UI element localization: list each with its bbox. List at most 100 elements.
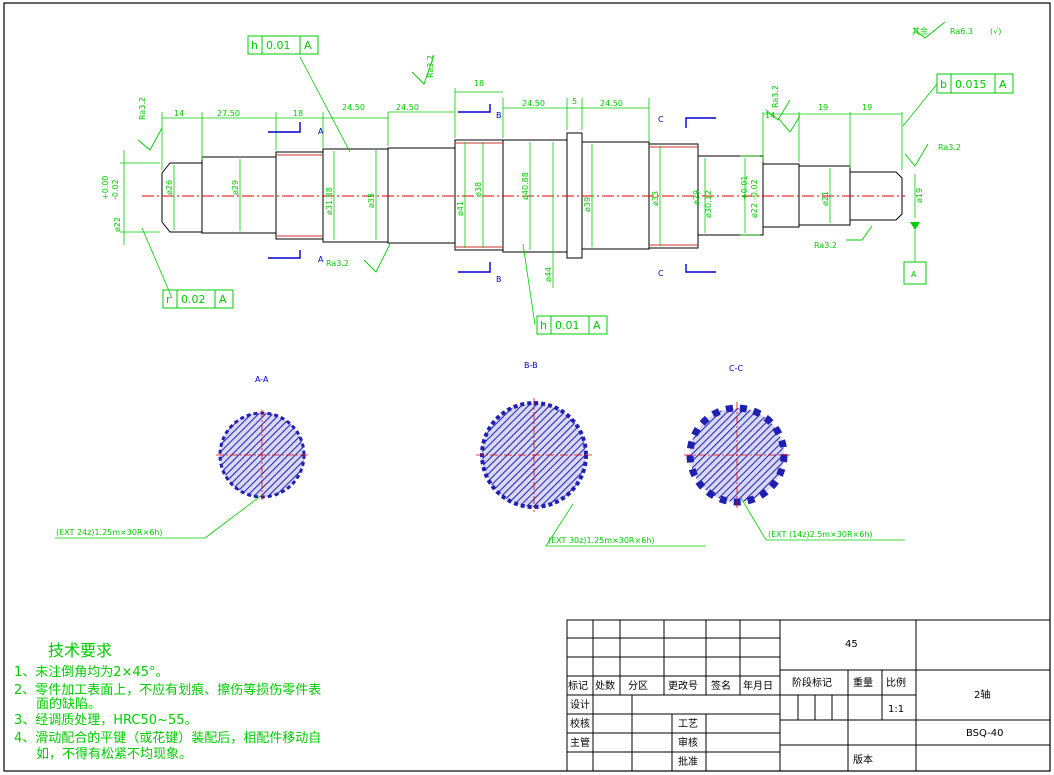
spline-a-label: (EXT 24z)1.25m×30R×6h) [56,528,162,537]
tol-right-dia: ø22 [750,203,759,218]
dim-dia-19: ø19 [915,188,924,203]
dim-length-5: 24.50 [396,103,419,112]
tb-hdr-mark: 标记 [568,680,588,692]
cut-a-bottom: A [318,255,324,264]
tol-frame-b-right: b 0.015 A [936,73,1014,94]
tol-frame-h-mid: h 0.01 A [536,315,608,335]
tb-approve: 批准 [678,755,698,768]
tol-h-top-ref: A [304,39,312,52]
dim-dia-40-88: ø40.88 [521,172,530,200]
section-view-c: C-C [684,364,790,508]
section-a-title: A-A [255,375,269,384]
dim-length-10: 14 [765,111,775,120]
dim-dia-29: ø29 [231,180,240,195]
datum-label: A [911,270,917,279]
dim-dia-33: ø33 [651,191,660,206]
spline-teeth-marks [276,142,698,248]
note-4-cont: 如，不得有松紧不均现象。 [36,746,192,762]
tol-right-upper: +0.01 [740,175,749,200]
tb-check: 校核 [570,717,590,730]
tb-material: 45 [845,639,858,650]
dim-length-2: 27.50 [217,109,240,118]
cut-c-bottom: C [658,269,664,278]
dim-length-7: 24.50 [522,99,545,108]
tolerance-stack-left: +0.00 -0.02 ø22 [101,175,122,232]
ra-general: Ra6.3 [950,27,973,36]
spline-callout-labels: (EXT 24z)1.25m×30R×6h) (EXT 30z)1.25m×30… [56,528,873,545]
ra-left: Ra3.2 [138,97,147,120]
ra-right-end: Ra3.2 [938,143,961,152]
dim-dia-35: ø35 [367,193,376,208]
tol-h-mid-val: 0.01 [555,319,580,332]
drawing-border [3,2,1051,772]
section-b-title: B-B [524,361,538,370]
tb-scale: 比例 [886,676,906,689]
ra-general-prefix: 其余 [912,26,928,36]
dim-dia-38: ø38 [474,182,483,197]
dim-length-12: 19 [862,103,872,112]
dim-length-9: 24.50 [600,99,623,108]
length-dimensions: 14 27.50 18 24.50 24.50 18 24.50 5 24.50… [174,79,872,120]
section-c-title: C-C [729,364,743,373]
tol-h-top-val: 0.01 [266,39,291,52]
tb-stage: 阶段标记 [792,676,832,689]
tb-hdr-zone: 分区 [628,680,648,692]
tol-b-right-ref: A [999,78,1007,91]
tol-frame-r-left: r 0.02 A [162,289,234,309]
cut-b-bottom: B [496,275,502,284]
dim-length-8: 5 [572,97,577,106]
tol-left-lower: -0.02 [111,179,120,200]
ra-top-mid: Ra3.2 [426,55,435,78]
dim-dia-41: ø41 [456,201,465,216]
note-3: 3、经调质处理，HRC50~55。 [14,713,198,728]
tb-chief: 主管 [570,736,590,749]
section-view-b: B-B [476,361,592,512]
cut-c-top: C [658,115,664,124]
tol-b-right-sym: b [940,78,947,91]
tb-hdr-change: 更改号 [668,679,698,692]
ra-right-top: Ra3.2 [771,85,780,108]
title-block-text: 标记 处数 分区 更改号 签名 年月日 设计 校核 工艺 主管 审核 批准 45… [568,639,1004,768]
dim-length-4: 24.50 [342,103,365,112]
notes-heading: 技术要求 [48,641,112,660]
tol-frame-h-top: h 0.01 A [247,35,319,55]
tol-r-left-sym: r [166,293,171,306]
dim-length-1: 14 [174,109,184,118]
tol-h-top-sym: h [251,39,258,52]
section-cut-labels: A A B B C C [318,111,664,284]
cut-b-top: B [496,111,502,120]
tol-r-left-ref: A [219,293,227,306]
tb-process: 工艺 [678,718,698,730]
dim-dia-29-r: ø29 [692,190,701,205]
dim-dia-26: ø26 [165,180,174,195]
tb-design: 设计 [570,698,590,711]
dim-dia-44: ø44 [544,267,553,282]
tol-r-left-val: 0.02 [181,293,206,306]
dimension-lines [120,56,938,326]
note-2-cont: 面的缺陷。 [36,696,101,712]
roughness-labels: Ra3.2 Ra3.2 Ra3.2 Ra3.2 Ra3.2 Ra3.2 其余 R… [138,26,1001,268]
tb-version: 版本 [853,753,873,766]
title-block [566,619,1051,772]
tb-drawing-no: BSQ-40 [966,728,1004,739]
tol-left-upper: +0.00 [101,175,110,200]
tol-h-mid-sym: h [540,319,547,332]
note-4: 4、滑动配合的平键（或花键）装配后，相配件移动自 [14,730,321,746]
tolerance-stack-right: +0.01 -0.02 ø22 [740,175,759,218]
tol-b-right-val: 0.015 [955,78,987,91]
note-2: 2、零件加工表面上，不应有划痕、擦伤等损伤零件表 [14,682,321,698]
tb-part-name: 2轴 [974,688,990,701]
spline-callouts [55,494,905,547]
dim-dia-21: ø21 [821,191,830,206]
ra-bottom-right: Ra3.2 [814,241,837,250]
dim-length-3: 18 [293,109,303,118]
technical-requirements: 技术要求 1、未注倒角均为2×45°。 2、零件加工表面上，不应有划痕、擦伤等损… [14,641,321,762]
note-1: 1、未注倒角均为2×45°。 [14,665,168,680]
section-view-a: A-A [216,375,308,500]
dim-dia-31-88: ø31.88 [325,187,334,215]
spline-b-label: (EXT 30z)1.25m×30R×6h) [548,536,654,545]
tb-hdr-sign: 签名 [711,679,731,692]
ra-general-suffix: (√) [990,27,1001,36]
dim-length-11: 19 [818,103,828,112]
